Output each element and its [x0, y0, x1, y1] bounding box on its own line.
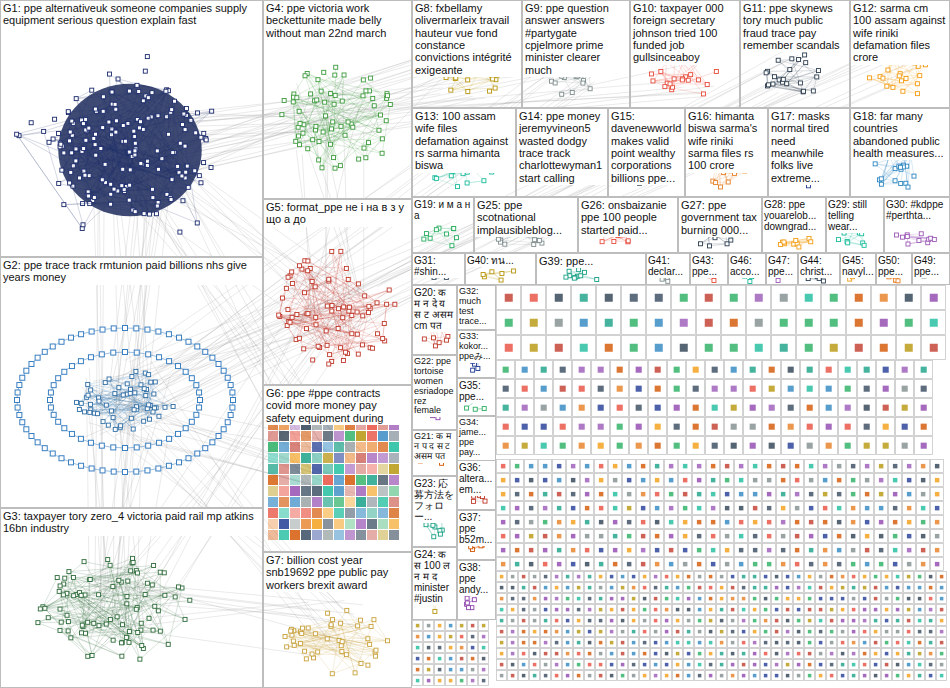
graph-canvas: G1: ppe alternativeuk someone companies … — [0, 0, 950, 688]
